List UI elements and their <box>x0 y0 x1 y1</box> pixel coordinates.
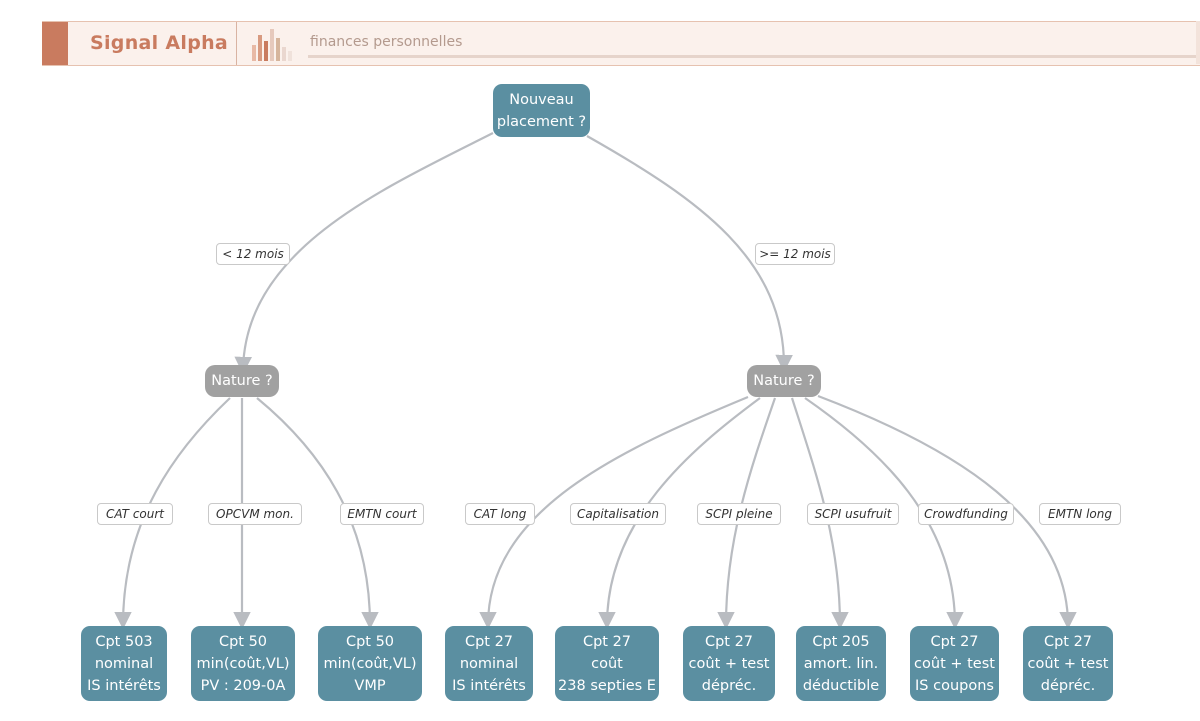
leaf-line: IS intérêts <box>452 677 526 694</box>
leaf-line: Cpt 205 <box>812 633 870 650</box>
leaf-line: Cpt 27 <box>1043 633 1093 650</box>
header-rail <box>1196 21 1200 64</box>
leaf-line: dépréc. <box>1040 677 1096 694</box>
header-subtitle: finances personnelles <box>310 34 463 50</box>
leaf-line: amort. lin. <box>803 655 879 672</box>
leaf-crowdfunding[interactable]: Cpt 27 coût + test IS coupons <box>910 626 999 701</box>
leaf-cat-court[interactable]: Cpt 503 nominal IS intérêts <box>81 626 167 701</box>
brand-accent-block <box>42 22 68 65</box>
leaf-capitalisation[interactable]: Cpt 27 coût 238 septies E <box>555 626 659 701</box>
leaf-line: min(coût,VL) <box>323 655 417 672</box>
edge-left-emtn <box>256 397 379 630</box>
edge-label-opcvm-mon: OPCVM mon. <box>208 503 302 525</box>
leaf-scpi-pleine[interactable]: Cpt 27 coût + test dépréc. <box>683 626 775 701</box>
decision-nature-left[interactable]: Nature ? <box>205 365 279 397</box>
edge-right-cat-long <box>479 395 749 630</box>
leaf-line: dépréc. <box>701 677 757 694</box>
header-bar: Signal Alpha finances personnelles <box>42 21 1200 66</box>
leaf-line: nominal <box>459 655 519 672</box>
header-divider <box>236 22 237 65</box>
leaf-emtn-long[interactable]: Cpt 27 coût + test dépréc. <box>1023 626 1113 701</box>
leaf-line: déductible <box>802 677 880 694</box>
leaf-line: Cpt 27 <box>930 633 979 650</box>
root-line-2: placement ? <box>496 113 587 130</box>
leaf-scpi-usufruit[interactable]: Cpt 205 amort. lin. déductible <box>796 626 886 701</box>
leaf-line: Cpt 50 <box>218 633 268 650</box>
edge-label-cat-court: CAT court <box>97 503 173 525</box>
leaf-line: IS intérêts <box>87 677 161 694</box>
leaf-line: VMP <box>354 677 386 694</box>
edge-label-scpi-pleine: SCPI pleine <box>697 503 781 525</box>
leaf-line: 238 septies E <box>558 677 656 694</box>
edge-root-long <box>586 135 793 373</box>
leaf-line: IS coupons <box>915 677 994 694</box>
edge-right-emtn-long <box>817 394 1077 630</box>
edge-root-short <box>234 132 494 375</box>
edge-right-capitalisation <box>598 397 761 630</box>
leaf-line: Cpt 27 <box>582 633 632 650</box>
leaf-line: coût + test <box>914 655 995 672</box>
root-line-1: Nouveau <box>509 91 574 108</box>
leaf-line: Cpt 50 <box>345 633 395 650</box>
edge-label-scpi-usufruit: SCPI usufruit <box>807 503 899 525</box>
leaf-line: coût + test <box>1027 655 1109 672</box>
leaf-line: nominal <box>94 655 154 672</box>
leaf-line: coût + test <box>688 655 770 672</box>
edge-label-short: < 12 mois <box>216 243 290 265</box>
decision-nature-right[interactable]: Nature ? <box>747 365 821 397</box>
leaf-line: Cpt 27 <box>464 633 514 650</box>
edge-label-cat-long: CAT long <box>465 503 535 525</box>
header-underline <box>308 55 1200 58</box>
leaf-line: Cpt 27 <box>704 633 754 650</box>
edge-right-crowdfunding <box>804 397 964 630</box>
edge-label-long: >= 12 mois <box>755 243 835 265</box>
leaf-line: coût <box>591 655 623 672</box>
edge-label-crowdfunding: Crowdfunding <box>918 503 1014 525</box>
root-node[interactable]: Nouveau placement ? <box>493 84 590 137</box>
edge-label-emtn-court: EMTN court <box>340 503 424 525</box>
leaf-opcvm-mon[interactable]: Cpt 50 min(coût,VL) PV : 209-0A <box>191 626 295 701</box>
edge-label-emtn-long: EMTN long <box>1039 503 1121 525</box>
leaf-cat-long[interactable]: Cpt 27 nominal IS intérêts <box>445 626 533 701</box>
leaf-line: Cpt 503 <box>95 633 153 650</box>
leaf-emtn-court[interactable]: Cpt 50 min(coût,VL) VMP <box>318 626 422 701</box>
leaf-line: PV : 209-0A <box>200 677 286 694</box>
leaf-line: min(coût,VL) <box>196 655 290 672</box>
edge-label-capitalisation: Capitalisation <box>570 503 666 525</box>
brand-title[interactable]: Signal Alpha <box>90 32 229 54</box>
bar-chart-logo-icon <box>252 29 292 61</box>
edge-left-cat-court <box>114 397 231 630</box>
